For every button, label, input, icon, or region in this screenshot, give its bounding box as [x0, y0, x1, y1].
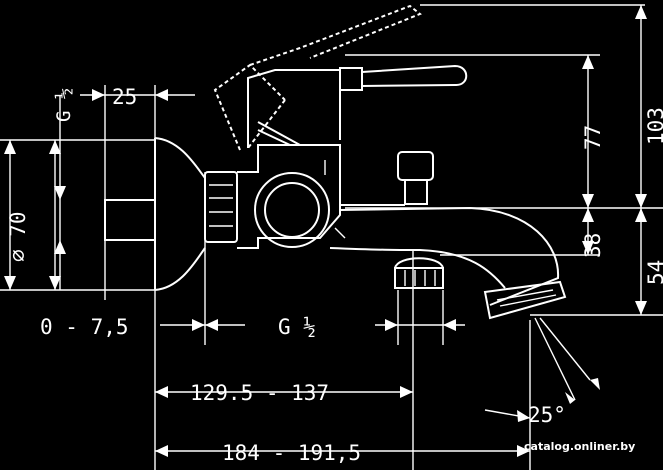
height-54-label: 54	[644, 260, 663, 285]
wall-escutcheon	[154, 137, 206, 291]
extension-lines	[0, 4, 663, 470]
dimension-labels: 25 G ½ ∅ 70 0 - 7,5 G ½ 129.5 - 137 184 …	[6, 85, 663, 465]
diameter-70-label: ∅ 70	[6, 211, 30, 262]
shower-outlet	[394, 257, 444, 289]
threaded-nut	[204, 171, 238, 243]
diverter-knob	[340, 151, 434, 206]
range-184-191-label: 184 - 191,5	[222, 441, 361, 465]
range-129-137-label: 129.5 - 137	[190, 381, 329, 405]
range-0-7-5-label: 0 - 7,5	[40, 315, 129, 339]
thread-bottom-label: G ½	[278, 315, 316, 339]
angle-25-label: 25°	[528, 403, 566, 427]
height-77-label: 77	[581, 125, 605, 150]
width-25-label: 25	[112, 85, 137, 109]
thread-left-label: G ½	[53, 88, 75, 122]
lever-handle	[247, 64, 468, 148]
wall-connection	[104, 199, 156, 241]
height-38-label: 38	[581, 233, 605, 258]
watermark: catalog.onliner.by	[524, 440, 635, 453]
mixer-body	[237, 144, 346, 249]
dimension-arrows	[4, 5, 647, 457]
spout	[329, 206, 567, 320]
lever-open-position	[213, 4, 422, 151]
height-103-label: 103	[644, 107, 663, 145]
